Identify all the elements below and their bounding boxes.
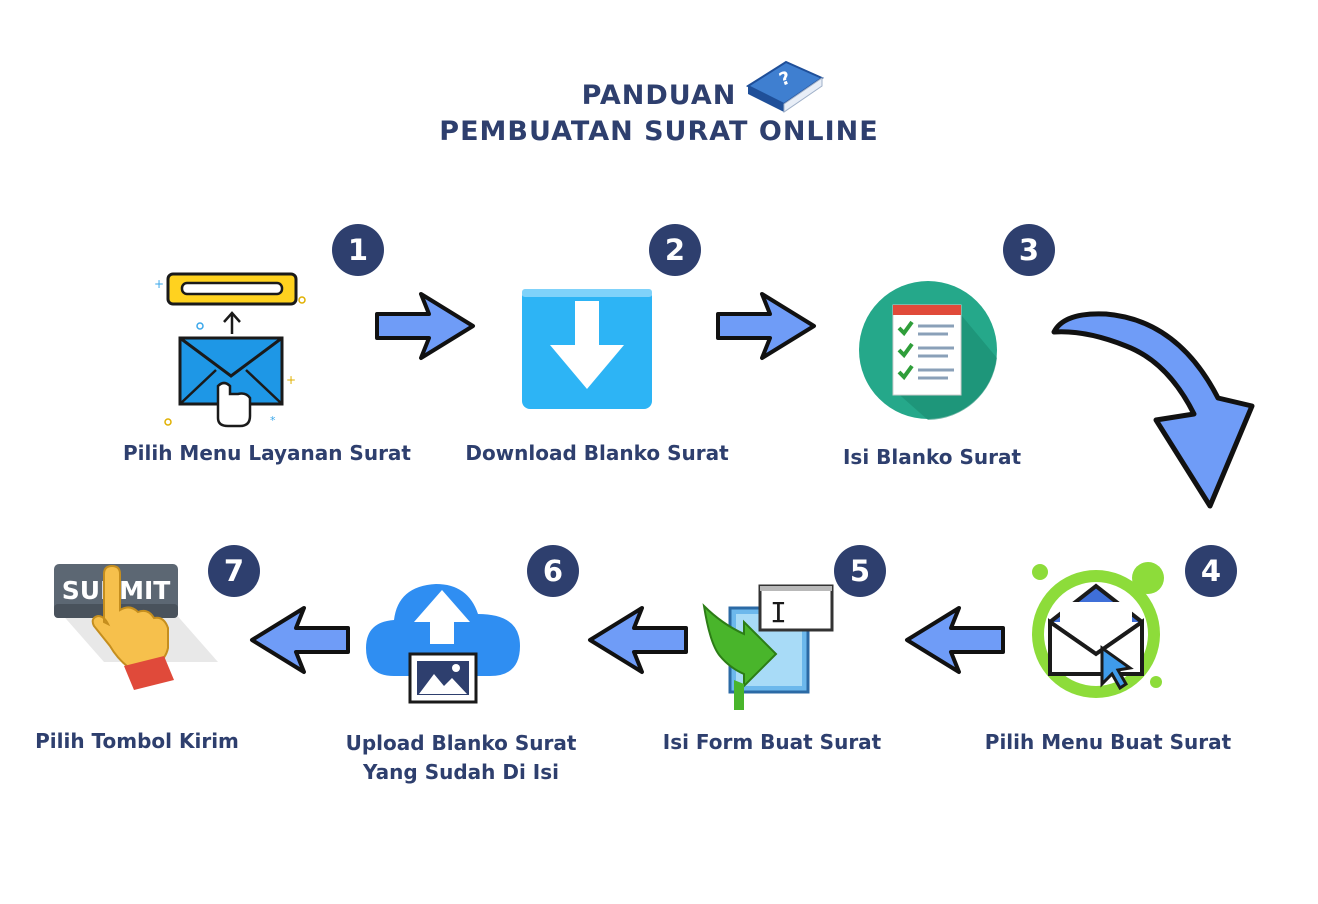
checklist-icon (859, 281, 997, 420)
step-3-badge: 3 (1003, 224, 1055, 276)
download-icon (522, 289, 652, 409)
step-5-badge: 5 (834, 545, 886, 597)
step-4-label: Pilih Menu Buat Surat (984, 730, 1232, 754)
cloud-upload-icon (366, 584, 520, 704)
step-6-label-line-1: Upload Blanko Surat (345, 731, 577, 755)
step-2-label: Download Blanko Surat (465, 441, 729, 465)
title-line-1: PANDUAN (581, 80, 737, 111)
svg-text:I: I (770, 596, 787, 629)
arrow-left-4-to-5 (905, 606, 1005, 674)
svg-text:*: * (270, 414, 276, 427)
step-7-badge: 7 (208, 545, 260, 597)
arrow-left-5-to-6 (588, 606, 688, 674)
step-7-label: Pilih Tombol Kirim (35, 729, 239, 753)
step-3-label: Isi Blanko Surat (842, 445, 1022, 469)
open-envelope-cursor-icon (1032, 562, 1164, 698)
help-book-icon: ? (745, 60, 825, 113)
step-1-badge: 1 (332, 224, 384, 276)
step-6-label-line-2: Yang Sudah Di Isi (363, 760, 559, 784)
step-2-badge: 2 (649, 224, 701, 276)
arrow-right-1-to-2 (375, 292, 475, 360)
submit-button-icon: SUBMIT (54, 564, 218, 690)
svg-text:+: + (154, 277, 164, 291)
step-5-label: Isi Form Buat Surat (662, 730, 882, 754)
title-line-2: PEMBUATAN SURAT ONLINE (439, 116, 879, 147)
svg-text:+: + (286, 373, 296, 387)
form-input-icon: I (702, 584, 834, 710)
step-6-badge: 6 (527, 545, 579, 597)
envelope-upload-icon: + + * (154, 272, 306, 428)
step-4-badge: 4 (1185, 545, 1237, 597)
arrow-right-2-to-3 (716, 292, 816, 360)
arrow-left-6-to-7 (250, 606, 350, 674)
step-1-label: Pilih Menu Layanan Surat (123, 441, 411, 465)
arrow-curved-3-to-4 (1051, 311, 1255, 509)
